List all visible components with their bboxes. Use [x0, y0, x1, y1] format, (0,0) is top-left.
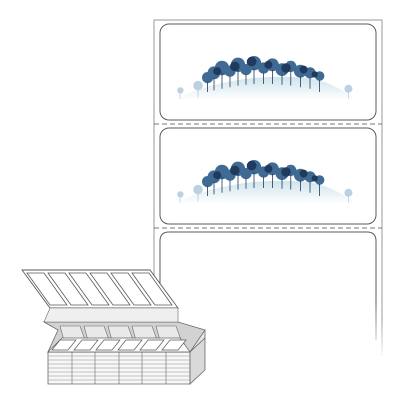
label-2	[159, 127, 377, 225]
fold-panel-front	[47, 337, 191, 353]
fanfold-stack	[21, 269, 206, 385]
label-1	[159, 23, 377, 121]
fold-panel-top	[21, 269, 179, 323]
